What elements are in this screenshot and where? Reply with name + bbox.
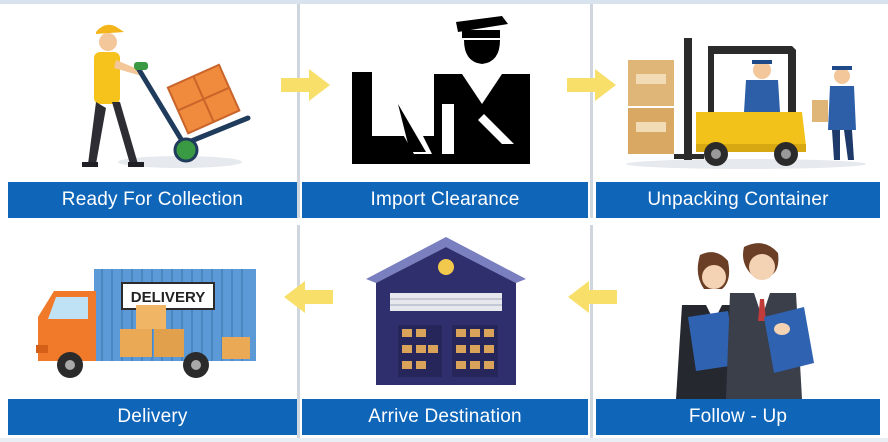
step-label: Unpacking Container — [596, 182, 880, 218]
step-label: Follow - Up — [596, 399, 880, 435]
arrow-left-icon — [568, 281, 617, 313]
customs-officer-icon — [352, 16, 530, 164]
arrow-right-icon — [281, 69, 330, 101]
arrow-left-icon — [284, 281, 333, 313]
step-ready-for-collection: Ready For Collection — [8, 4, 297, 218]
top-rule — [0, 0, 888, 4]
divider — [297, 225, 300, 438]
step-label: Arrive Destination — [302, 399, 588, 435]
step-arrive-destination: Arrive Destination — [302, 225, 588, 438]
step-import-clearance: Import Clearance — [302, 4, 588, 218]
step-label: Delivery — [8, 399, 297, 435]
worker-hand-truck-icon — [82, 24, 251, 168]
bottom-rule — [0, 438, 888, 442]
arrow-right-icon — [567, 69, 616, 101]
step-delivery: DELIVERY Delivery — [8, 225, 297, 438]
step-unpacking-container: Unpacking Container — [596, 4, 880, 218]
step-follow-up: Follow - Up — [596, 225, 880, 438]
divider — [590, 225, 593, 438]
step-label: Ready For Collection — [8, 182, 297, 218]
step-label: Import Clearance — [302, 182, 588, 218]
divider — [297, 4, 300, 218]
business-people-icon — [676, 243, 814, 399]
divider — [590, 4, 593, 218]
forklift-icon — [626, 38, 866, 169]
warehouse-icon — [366, 237, 526, 385]
delivery-truck-icon: DELIVERY — [36, 269, 256, 378]
truck-sign: DELIVERY — [131, 289, 205, 306]
